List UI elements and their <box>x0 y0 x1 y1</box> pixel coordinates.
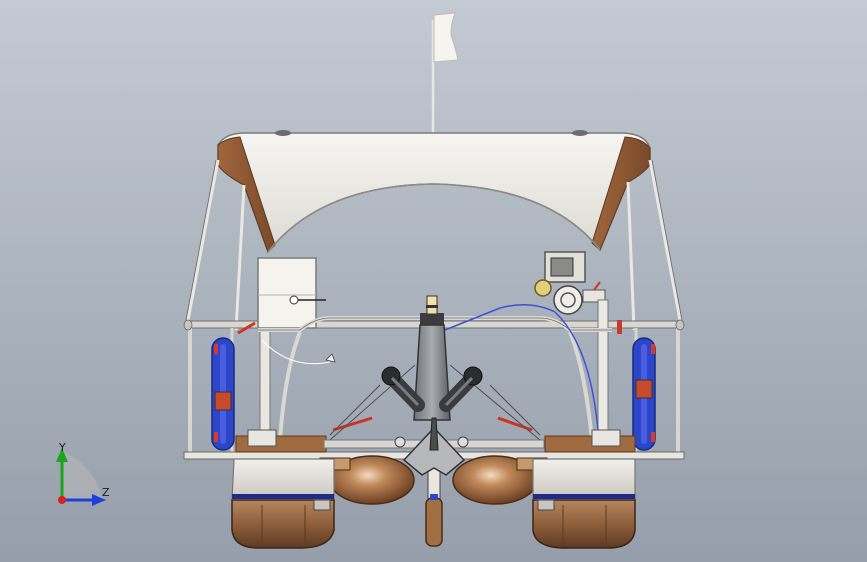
center-drive-mast[interactable] <box>381 295 483 421</box>
x-axis-point-icon <box>58 496 66 504</box>
support-strut-left <box>332 416 373 432</box>
y-arrow-head-icon <box>56 448 68 462</box>
y-axis-label: Y <box>59 441 66 454</box>
flag[interactable] <box>431 12 459 133</box>
pontoon-left[interactable] <box>231 458 335 549</box>
canopy[interactable] <box>217 130 651 254</box>
coordinate-triad[interactable] <box>40 430 120 520</box>
center-pontoon-pair[interactable] <box>319 455 548 505</box>
pontoon-right[interactable] <box>532 458 636 549</box>
life-ring-left[interactable] <box>211 337 235 451</box>
z-axis-label: Z <box>102 486 110 499</box>
rudder-assembly[interactable] <box>394 417 469 547</box>
z-arrow-head-icon <box>92 494 106 506</box>
life-ring-right[interactable] <box>632 337 656 451</box>
lamp-icon <box>325 353 336 363</box>
light-wire <box>261 339 331 365</box>
canopy-frame <box>186 159 682 331</box>
red-rod-left <box>237 321 256 335</box>
control-cable <box>444 304 599 431</box>
right-console[interactable] <box>534 251 622 441</box>
